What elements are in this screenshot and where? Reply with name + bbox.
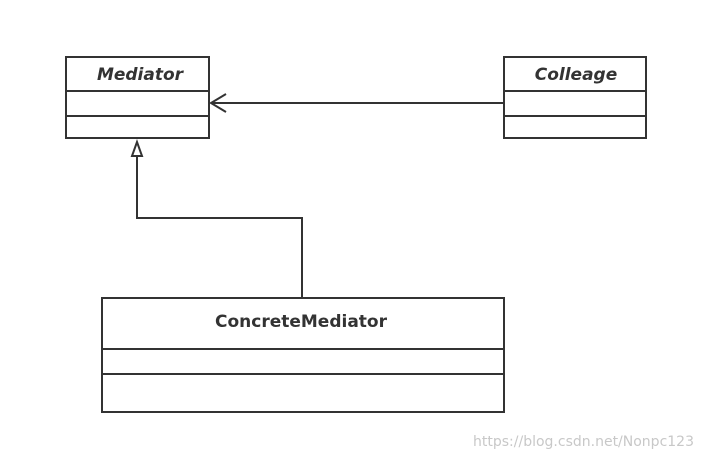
association-open-arrowhead bbox=[209, 93, 227, 113]
colleague-class[interactable]: Colleage bbox=[503, 56, 647, 139]
watermark-text: https://blog.csdn.net/Nonpc123 bbox=[473, 434, 694, 450]
mediator-class-box bbox=[65, 56, 210, 139]
concrete-mediator-class-box bbox=[101, 297, 505, 413]
generalization-edge[interactable] bbox=[130, 139, 303, 298]
concrete-mediator-class[interactable]: ConcreteMediator bbox=[101, 297, 505, 413]
concrete-mediator-class-name: ConcreteMediator bbox=[215, 312, 388, 332]
association-edge[interactable] bbox=[209, 93, 504, 113]
mediator-class-name: Mediator bbox=[97, 65, 185, 85]
generalization-line bbox=[136, 156, 303, 298]
generalization-hollow-arrowhead bbox=[130, 139, 144, 157]
colleague-class-box bbox=[503, 56, 647, 139]
colleague-class-name: Colleage bbox=[535, 65, 618, 85]
mediator-class[interactable]: Mediator bbox=[65, 56, 210, 139]
